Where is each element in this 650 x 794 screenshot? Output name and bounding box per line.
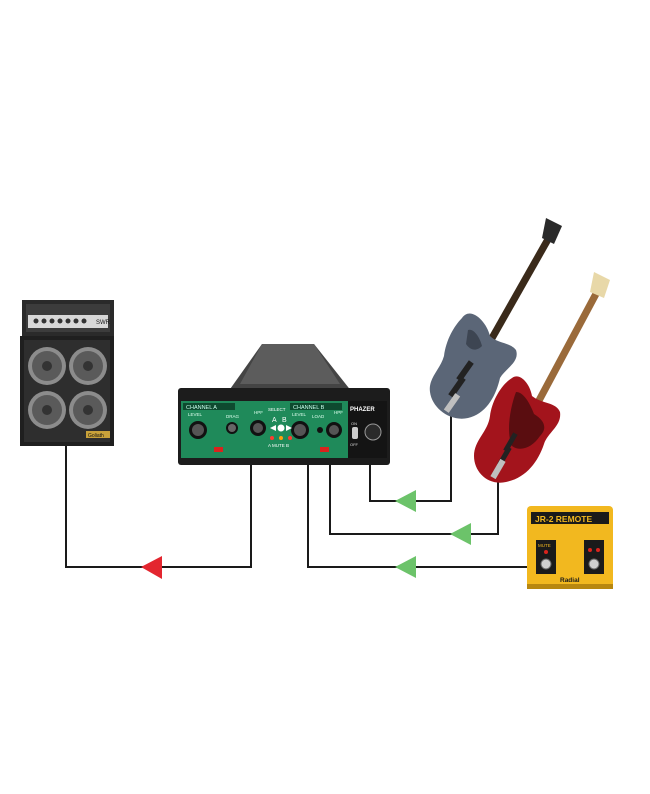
load-label: LOAD xyxy=(312,414,325,419)
remote-title-bar xyxy=(531,512,609,524)
select-label: SELECT xyxy=(268,407,286,412)
amp-head-brand: SWR xyxy=(96,320,111,326)
hpf-a-label: HPF xyxy=(254,410,263,415)
amp-cab-badge xyxy=(86,431,110,438)
phazer-on-label: ON xyxy=(351,421,357,426)
remote-brand: Radial xyxy=(560,577,580,584)
arrow-from-red-bass xyxy=(450,523,471,545)
led-mute xyxy=(279,436,283,440)
remote-mute-led xyxy=(544,550,548,554)
remote-led-a xyxy=(588,548,592,552)
remote-ab-footswitch xyxy=(588,558,600,570)
channel-a-label: CHANNEL A xyxy=(186,405,217,411)
arrow-from-grey-bass xyxy=(395,490,416,512)
led-b xyxy=(288,436,292,440)
arrow-from-remote xyxy=(395,556,416,578)
level-b-label: LEVEL xyxy=(292,412,307,417)
select-button xyxy=(277,424,285,432)
remote-mute-label: MUTE xyxy=(538,543,551,548)
channel-a-indicator xyxy=(214,447,223,452)
speaker-cones xyxy=(28,347,107,429)
cable-remote xyxy=(307,465,527,568)
switcher-unit: CHANNEL A CHANNEL B LEVEL DRAG HPF SELEC… xyxy=(178,344,390,465)
phazer-off-label: OFF xyxy=(350,442,359,447)
grey-bass-bridge xyxy=(443,393,461,413)
remote-led-b xyxy=(596,548,600,552)
red-bass-neck xyxy=(532,290,600,410)
amp-cab-badge-text: Goliath xyxy=(88,433,104,439)
led-a xyxy=(270,436,274,440)
channel-b-indicator xyxy=(320,447,329,452)
mute-label: A MUTE B xyxy=(268,443,289,448)
remote-mute-footswitch xyxy=(540,558,552,570)
select-a-label: A xyxy=(272,417,277,424)
bass-guitar-red xyxy=(474,272,610,483)
grey-bass-neck xyxy=(480,232,554,356)
bass-guitar-grey xyxy=(429,218,562,419)
phazer-label: PHAZER xyxy=(350,407,375,413)
drag-label: DRAG xyxy=(226,414,240,419)
red-bass-bridge xyxy=(490,458,506,480)
select-right-arrow-icon xyxy=(286,425,292,431)
remote-title: JR-2 REMOTE xyxy=(535,514,592,524)
cable-bass-red xyxy=(329,465,499,535)
phazer-knob xyxy=(364,423,382,441)
red-bass-pickguard xyxy=(509,392,545,449)
channel-b-label: CHANNEL B xyxy=(293,405,325,411)
arrow-to-amp xyxy=(141,556,162,579)
bass-amp-stack: SWR Goliath xyxy=(20,300,114,446)
remote-footswitch: JR-2 REMOTE MUTE Radial xyxy=(527,506,613,589)
grey-bass-headstock xyxy=(542,218,562,244)
knobs xyxy=(189,420,342,439)
load-knob xyxy=(317,427,323,433)
level-a-label: LEVEL xyxy=(188,412,203,417)
phazer-switch xyxy=(352,427,358,439)
red-bass-headstock xyxy=(590,272,610,298)
select-left-arrow-icon xyxy=(270,425,276,431)
select-b-label: B xyxy=(282,417,287,424)
hpf-b-label: HPF xyxy=(334,410,343,415)
